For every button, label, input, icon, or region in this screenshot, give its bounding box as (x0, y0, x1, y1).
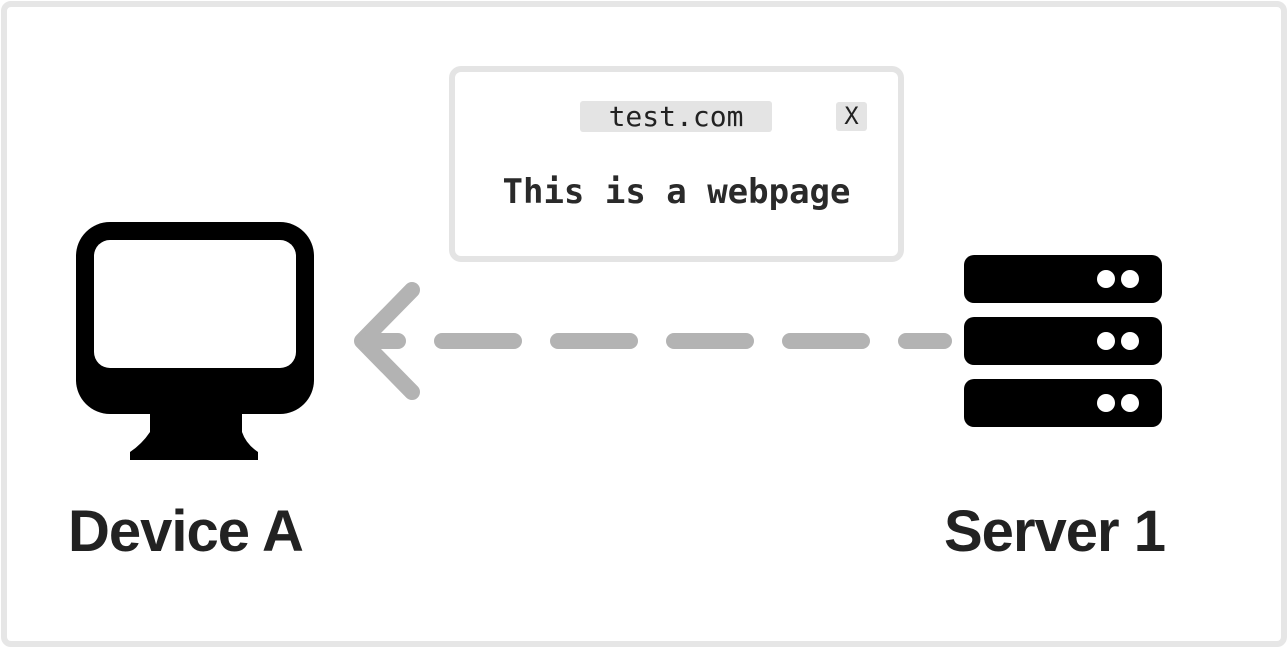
url-bar: test.com (580, 101, 772, 132)
webpage-popup: test.com X This is a webpage (449, 66, 904, 262)
server-1-label: Server 1 (944, 499, 1166, 564)
close-button[interactable]: X (836, 102, 867, 131)
webpage-content-text: This is a webpage (502, 172, 851, 212)
device-a-label: Device A (68, 499, 304, 564)
